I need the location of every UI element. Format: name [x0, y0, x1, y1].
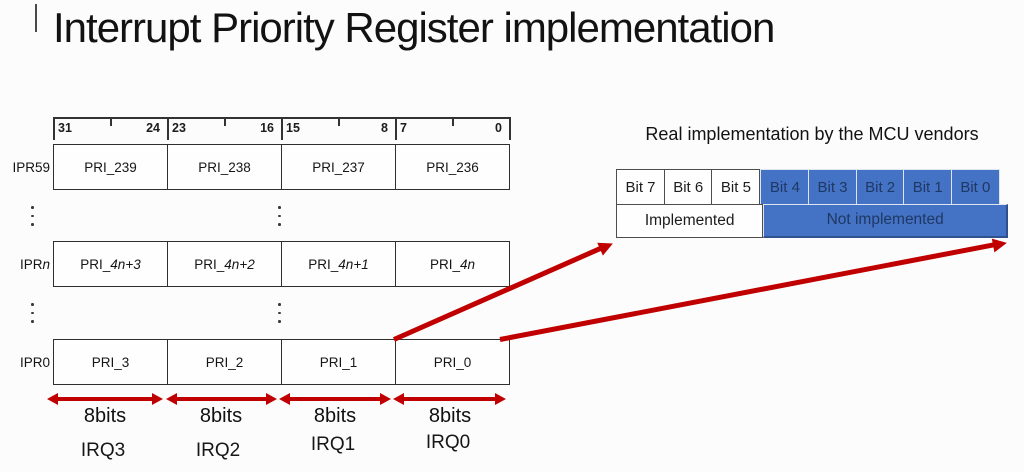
vendor-bit-row: Bit 7 Bit 6 Bit 5 Bit 4 Bit 3 Bit 2 Bit … [616, 169, 1008, 205]
register-field: PRI_3 [54, 340, 168, 384]
ruler-tick [452, 117, 454, 126]
vendor-bit-table: Bit 7 Bit 6 Bit 5 Bit 4 Bit 3 Bit 2 Bit … [616, 169, 1008, 238]
bit-cell-not-implemented: Bit 3 [808, 169, 858, 205]
bit-number: 7 [400, 121, 407, 135]
implemented-span: Implemented [616, 203, 764, 238]
bit-cell-not-implemented: Bit 0 [950, 169, 1000, 205]
vendor-panel-title: Real implementation by the MCU vendors [645, 124, 979, 144]
bit-number: 0 [495, 121, 502, 135]
vendor-status-row: Implemented Not implemented [616, 203, 1008, 238]
bit-number: 15 [286, 121, 300, 135]
bit-number: 16 [260, 121, 274, 135]
irq-label: IRQ1 [310, 434, 356, 455]
register-row-ipr59: IPR59 PRI_239 PRI_238 PRI_237 PRI_236 [0, 144, 520, 190]
register-field: PRI_4n+1 [282, 242, 396, 286]
register-field: PRI_4n+2 [168, 242, 282, 286]
register-field: PRI_237 [282, 145, 396, 189]
register-field: PRI_0 [433, 354, 472, 370]
ruler-tick [167, 117, 169, 140]
bit-cell-not-implemented: Bit 1 [903, 169, 953, 205]
register-field: PRI_236 [426, 159, 479, 175]
slide-title: Interrupt Priority Register implementati… [53, 4, 775, 51]
width-label: 8bits [199, 405, 243, 427]
bit-number: 24 [146, 121, 160, 135]
width-label: 8bits [428, 405, 472, 427]
register-field: PRI_2 [168, 340, 282, 384]
ellipsis-dots [278, 303, 281, 323]
register-field: PRI_4n [429, 256, 476, 272]
bit-cell-implemented: Bit 5 [711, 169, 761, 205]
bit-number: 31 [58, 121, 72, 135]
red-double-arrow-icon [176, 397, 267, 401]
register-box: PRI_239 PRI_238 PRI_237 PRI_236 [53, 144, 510, 190]
width-label: 8bits [313, 405, 357, 427]
bit-range-31-24: 31 24 [58, 121, 160, 138]
register-box: PRI_3 PRI_2 PRI_1 PRI_0 [53, 339, 510, 385]
ruler-tick [224, 117, 226, 126]
register-field: PRI_238 [168, 145, 282, 189]
width-label: 8bits [83, 405, 127, 427]
bit-number: 8 [381, 121, 388, 135]
ruler-tick [281, 117, 283, 140]
register-label: IPR59 [12, 159, 50, 175]
ellipsis-dots [278, 206, 281, 226]
ruler-tick [110, 117, 112, 126]
bit-number: 23 [172, 121, 186, 135]
register-field: PRI_1 [282, 340, 396, 384]
bit-range-23-16: 23 16 [172, 121, 274, 138]
register-label: IPR0 [19, 354, 50, 370]
video-artifact-line [35, 4, 37, 32]
irq-label: IRQ2 [195, 440, 241, 461]
bit-cell-implemented: Bit 6 [663, 169, 713, 205]
irq-label: IRQ0 [425, 432, 471, 453]
ruler-tick [395, 117, 397, 140]
register-box: PRI_4n+3 PRI_4n+2 PRI_4n+1 PRI_4n [53, 241, 510, 287]
ruler-tick [509, 117, 511, 140]
red-double-arrow-icon [403, 397, 496, 401]
ellipsis-dots [31, 206, 34, 226]
red-double-arrow-icon [57, 397, 153, 401]
bit-range-15-8: 15 8 [286, 121, 388, 138]
register-field: PRI_4n+3 [54, 242, 168, 286]
bit-cell-not-implemented: Bit 4 [760, 169, 810, 205]
irq-label: IRQ3 [80, 440, 126, 461]
red-double-arrow-icon [289, 397, 381, 401]
register-row-ipr0: IPR0 PRI_3 PRI_2 PRI_1 PRI_0 [0, 339, 520, 385]
ruler-tick [338, 117, 340, 126]
not-implemented-span: Not implemented [763, 203, 1008, 238]
bit-cell-not-implemented: Bit 2 [855, 169, 905, 205]
ruler-tick [53, 117, 55, 140]
bit-range-7-0: 7 0 [400, 121, 502, 138]
register-field: PRI_239 [54, 145, 168, 189]
bit-cell-implemented: Bit 7 [616, 169, 665, 205]
ellipsis-dots [31, 303, 34, 323]
